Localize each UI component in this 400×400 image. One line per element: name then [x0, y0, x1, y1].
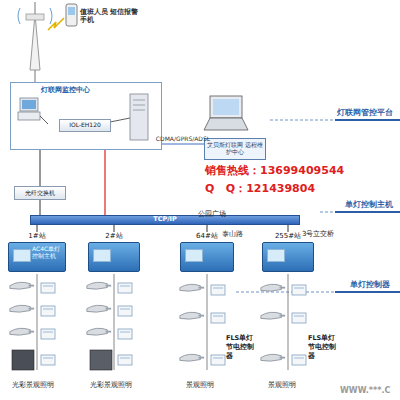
zone-label: 单灯控制器: [350, 280, 390, 290]
node-text: 值班人员 短信报警手机: [80, 8, 142, 24]
controller-icon: [118, 306, 132, 316]
connector-line: [207, 225, 208, 232]
fiber-switch: 光纤交换机: [14, 186, 66, 200]
node-text: 艾贝斯灯联网 远程维护中心: [205, 142, 265, 156]
node-text: 光纤交换机: [25, 190, 55, 197]
node-text: TCP/IP: [153, 216, 177, 223]
lamp-icon: [10, 282, 34, 289]
zone-label: 灯联网管控平台: [337, 108, 393, 118]
zone-label: 单灯控制主机: [345, 200, 393, 210]
watermark-url: WWW.***.C: [340, 386, 390, 395]
controller-icon: [211, 313, 225, 323]
controller-icon: [41, 306, 55, 316]
host-device-body: [180, 242, 234, 272]
host-lcd: [93, 249, 111, 262]
connector-line: [40, 200, 41, 215]
band-bars: [335, 119, 400, 293]
monitor-equipment: [18, 94, 148, 140]
controller-icon: [292, 355, 306, 365]
host-device-body: [88, 242, 140, 272]
controller-icon: [118, 283, 132, 293]
controller-label: FLS单灯 节电控制器: [308, 334, 342, 361]
remote-center-box: 艾贝斯灯联网 远程维护中心: [204, 138, 266, 160]
laptop-icon: [204, 96, 248, 130]
lamp-icon: [180, 284, 204, 291]
lamp-icon: [180, 354, 204, 361]
control-host: 64#站: [180, 232, 234, 274]
lamp-icon: [180, 312, 204, 319]
lamp-icon: [87, 328, 111, 335]
host-device-body: [262, 242, 314, 272]
station-number: 1#站: [8, 232, 66, 242]
site-name: 泰山路: [222, 229, 243, 239]
controller-label: FLS单灯 节电控制器: [226, 334, 260, 361]
lamp-icon: [87, 305, 111, 312]
edge-label: CDMA/GPRS/ADSL: [156, 135, 210, 142]
connector-line: [288, 225, 289, 232]
host-lcd: [13, 249, 31, 262]
lamp-icon: [261, 284, 285, 291]
host-lcd: [185, 249, 203, 262]
controller-icon: [292, 313, 306, 323]
floodlight-photo: [90, 350, 112, 370]
station-number: 2#站: [88, 232, 140, 242]
site-name: 公园广场: [198, 209, 226, 219]
controller-icon: [118, 355, 132, 365]
phone-caption: 值班人员 短信报警手机: [80, 8, 142, 30]
connector-line: [37, 225, 38, 232]
connector-line: [40, 150, 41, 186]
controller-icon: [211, 355, 225, 365]
lamp-wires: [37, 274, 288, 370]
lighting-type: 景观照明: [186, 380, 214, 390]
host-device-body: AC4C单灯 控制主机: [8, 242, 66, 272]
watermark-phone: 销售热线：13699409544: [205, 163, 344, 178]
control-host: 1#站 AC4C单灯 控制主机: [8, 232, 66, 274]
connector-line: [162, 144, 204, 145]
floodlight-photo: [12, 350, 34, 370]
host-model: AC4C单灯 控制主机: [32, 246, 64, 260]
node-text: 灯联网监控中心: [41, 86, 90, 94]
host-lcd: [267, 249, 285, 262]
controller-icon: [41, 283, 55, 293]
lamp-icon: [261, 312, 285, 319]
red-link-line: [104, 150, 105, 215]
monitor-center-box: 灯联网监控中心 IOL-EH120: [10, 82, 162, 150]
lamp-icon: [87, 282, 111, 289]
controller-icon: [41, 355, 55, 365]
controller-icon: [41, 329, 55, 339]
lamp-icon: [10, 328, 34, 335]
phone-icon: [66, 4, 77, 26]
controller-icon: [211, 285, 225, 295]
radio-tower: [18, 2, 52, 82]
gateway-device: IOL-EH120: [59, 119, 111, 132]
network-bar: TCP/IP: [30, 215, 300, 225]
watermark-qq: Q Q：121439804: [205, 181, 315, 196]
lamp-icon: [10, 305, 34, 312]
control-host: 255#站: [262, 232, 314, 274]
lighting-type: 光彩景观照明: [12, 380, 54, 390]
lighting-type: 景观照明: [268, 380, 296, 390]
lamp-icon: [261, 354, 285, 361]
controller-icon: [292, 285, 306, 295]
connector-line: [114, 225, 115, 232]
site-name: 3号立交桥: [302, 229, 334, 239]
lighting-type: 光彩景观照明: [90, 380, 132, 390]
control-host: 2#站: [88, 232, 140, 274]
controller-icon: [118, 329, 132, 339]
lamp-columns: [10, 282, 306, 370]
node-text: IOL-EH120: [69, 122, 101, 129]
wireless-signal: [48, 18, 64, 30]
